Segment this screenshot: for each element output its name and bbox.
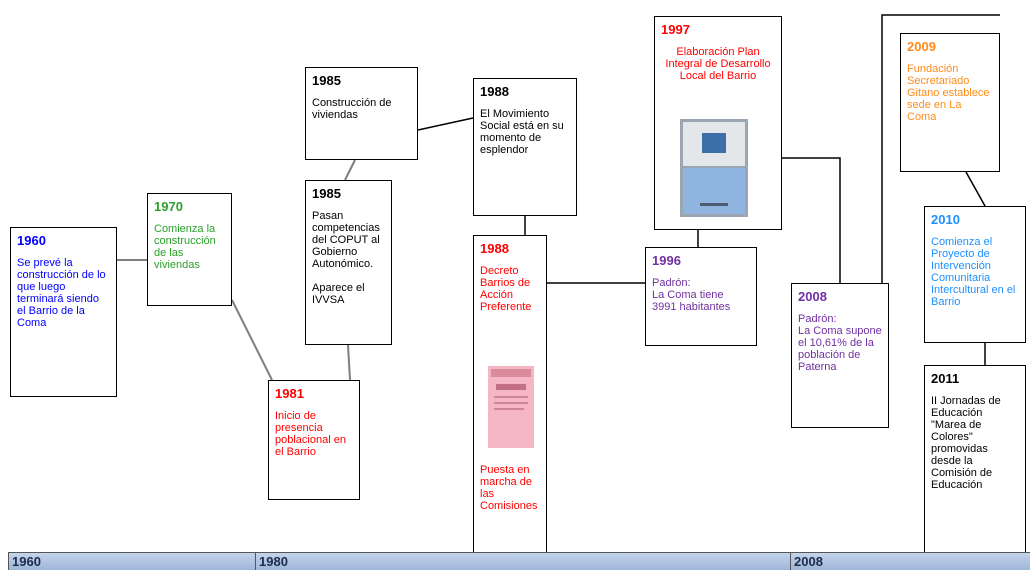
event-text: Inicio de presencia poblacional en el Ba…: [275, 410, 346, 458]
event-text: Decreto Barrios de Acción Preferente: [480, 265, 532, 313]
event-year: 2008: [798, 289, 827, 304]
event-text: Construcción de viviendas: [312, 97, 392, 121]
event-1988-decreto: 1988 Decreto Barrios de Acción Preferent…: [473, 235, 547, 560]
connector-1970-1981: [231, 299, 273, 381]
event-text: Padrón: La Coma supone el 10,61% de la p…: [798, 313, 882, 373]
event-year: 1985: [312, 73, 341, 88]
connector-2008-2009: [881, 14, 1000, 283]
connector-1985a-1985b: [344, 159, 356, 181]
event-text: II Jornadas de Educación "Marea de Color…: [931, 395, 1001, 491]
event-1960: 1960 Se prevé la construcción de lo que …: [10, 227, 117, 397]
event-text: Pasan competencias del COPUT al Gobierno…: [312, 210, 380, 306]
event-year: 2011: [931, 371, 960, 386]
event-year: 1997: [661, 22, 690, 37]
event-1985-competencias: 1985 Pasan competencias del COPUT al Gob…: [305, 180, 392, 345]
event-1988-movimiento: 1988 El Movimiento Social está en su mom…: [473, 78, 577, 216]
event-1996: 1996 Padrón: La Coma tiene 3991 habitant…: [645, 247, 757, 346]
event-text: Elaboración Plan Integral de Desarrollo …: [665, 46, 771, 82]
axis-segment-2008: 2008: [790, 553, 1030, 570]
event-year: 1988: [480, 84, 509, 99]
event-year: 1970: [154, 199, 183, 214]
event-text: Comienza la construcción de las vivienda…: [154, 223, 216, 271]
event-2009: 2009 Fundación Secretariado Gitano estab…: [900, 33, 1000, 172]
event-1981: 1981 Inicio de presencia poblacional en …: [268, 380, 360, 500]
plan-document-cover-image: [680, 119, 748, 217]
timeline-axis-bar: 1960 1980 2008: [8, 552, 1030, 570]
event-year: 1960: [17, 233, 46, 248]
event-year: 1985: [312, 186, 341, 201]
connector-1985b-1981: [347, 344, 351, 381]
event-text: Fundación Secretariado Gitano establece …: [907, 63, 990, 123]
event-2008: 2008 Padrón: La Coma supone el 10,61% de…: [791, 283, 889, 428]
connector-2009-2010: [965, 171, 986, 207]
event-1985-construccion: 1985 Construcción de viviendas: [305, 67, 418, 160]
event-text: El Movimiento Social está en su momento …: [480, 108, 564, 156]
connector-1997-2008: [782, 157, 841, 283]
event-text-2: Puesta en marcha de las Comisiones: [480, 464, 538, 512]
event-2011: 2011 II Jornadas de Educación "Marea de …: [924, 365, 1026, 560]
axis-segment-1960: 1960: [8, 553, 255, 570]
event-text: Padrón: La Coma tiene 3991 habitantes: [652, 277, 731, 313]
event-year: 1996: [652, 253, 681, 268]
axis-segment-1980: 1980: [255, 553, 790, 570]
event-1970: 1970 Comienza la construcción de las viv…: [147, 193, 232, 306]
event-2010: 2010 Comienza el Proyecto de Intervenció…: [924, 206, 1026, 343]
event-1997: 1997 Elaboración Plan Integral de Desarr…: [654, 16, 782, 230]
event-year: 1988: [480, 241, 509, 256]
event-year: 2010: [931, 212, 960, 227]
event-text: Comienza el Proyecto de Intervención Com…: [931, 236, 1016, 308]
bap-document-cover-image: [488, 366, 534, 448]
connector-1985a-1988a: [417, 117, 474, 131]
event-year: 1981: [275, 386, 304, 401]
event-text: Se prevé la construcción de lo que luego…: [17, 257, 106, 329]
event-year: 2009: [907, 39, 936, 54]
